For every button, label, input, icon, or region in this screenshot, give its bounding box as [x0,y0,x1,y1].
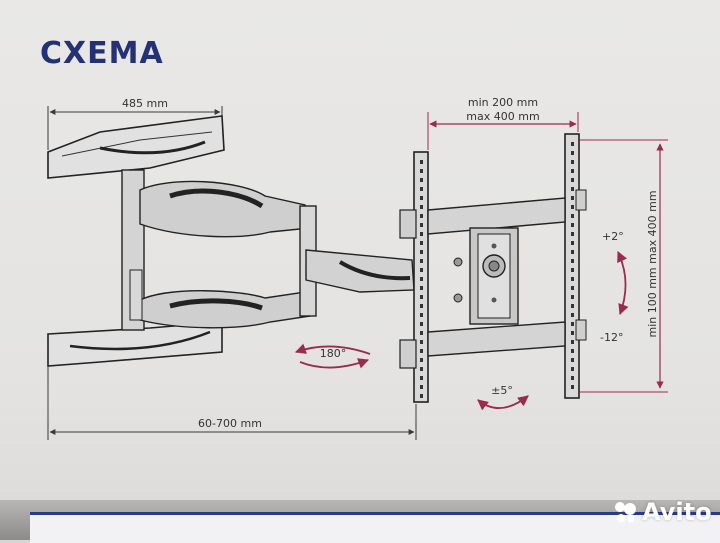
rail-hole [571,322,574,326]
rail-hole [420,349,423,353]
rail-hole [420,376,423,380]
arm-width-label: 485 mm [122,97,168,110]
rail-hole [571,268,574,272]
avito-logo-icon [615,502,636,523]
rotate-indicator: ±5° [477,384,529,411]
rail-hole [571,214,574,218]
vesa-max-label: max 400 mm [466,110,539,123]
rail-hole [420,223,423,227]
tv-plate [399,133,587,403]
page-title: СХЕМА [40,36,164,71]
rail-hole [571,358,574,362]
rotate-label: ±5° [491,384,513,397]
rail-hole [420,322,423,326]
rail-hole [571,304,574,308]
rail-hole [571,376,574,380]
tilt-down-label: -12° [600,331,623,344]
rail-hole [420,385,423,389]
rail-hole [420,205,423,209]
rail-hole [571,241,574,245]
swing-arms [129,180,415,329]
rail-holes [420,142,574,398]
rail-hole [420,394,423,398]
rail-hole [420,232,423,236]
rail-hole [420,196,423,200]
extension-label: 60-700 mm [198,417,262,430]
rail-hole [420,187,423,191]
rail-hole [420,277,423,281]
rail-hole [420,358,423,362]
rail-hole [571,349,574,353]
swivel-indicator: 180° [294,343,371,369]
rail-hole [420,214,423,218]
rail-hole [420,295,423,299]
rail-hole [571,277,574,281]
rail-hole [571,223,574,227]
vertical-range-dimension: min 100 mm max 400 mm [580,139,668,393]
rail-hole [571,385,574,389]
rail-hole [420,241,423,245]
rail-hole [571,340,574,344]
rail-hole [420,313,423,317]
rail-hole [571,313,574,317]
vesa-min-label: min 200 mm [468,96,538,109]
rail-hole [571,205,574,209]
extension-dimension: 60-700 mm [47,366,417,440]
rail-hole [571,178,574,182]
rail-hole [571,196,574,200]
rail-hole [420,367,423,371]
vesa-dimension: min 200 mm max 400 mm [427,96,579,150]
rail-hole [571,187,574,191]
wall-bracket [47,115,225,367]
avito-watermark: Avito [612,498,712,526]
rail-hole [420,259,423,263]
tilt-up-label: +2° [602,230,624,243]
rail-hole [571,259,574,263]
rail-hole [571,367,574,371]
rail-hole [571,331,574,335]
rail-hole [571,142,574,146]
rail-hole [571,151,574,155]
rail-hole [420,304,423,308]
rail-hole [571,160,574,164]
box-stripe [30,512,720,543]
rail-hole [420,160,423,164]
rail-hole [571,169,574,173]
avito-watermark-text: Avito [642,498,712,526]
rail-hole [420,169,423,173]
tilt-indicator: +2° -12° [600,230,629,344]
rail-hole [571,295,574,299]
rail-hole [420,340,423,344]
rail-hole [571,286,574,290]
rail-hole [420,331,423,335]
rail-hole [420,250,423,254]
rail-hole [571,232,574,236]
rail-hole [420,286,423,290]
rail-hole [571,250,574,254]
rail-hole [420,268,423,272]
swivel-label: 180° [320,347,347,360]
vertical-range-label: min 100 mm max 400 mm [646,190,659,337]
arm-width-dimension: 485 mm [47,97,223,150]
rail-hole [420,178,423,182]
